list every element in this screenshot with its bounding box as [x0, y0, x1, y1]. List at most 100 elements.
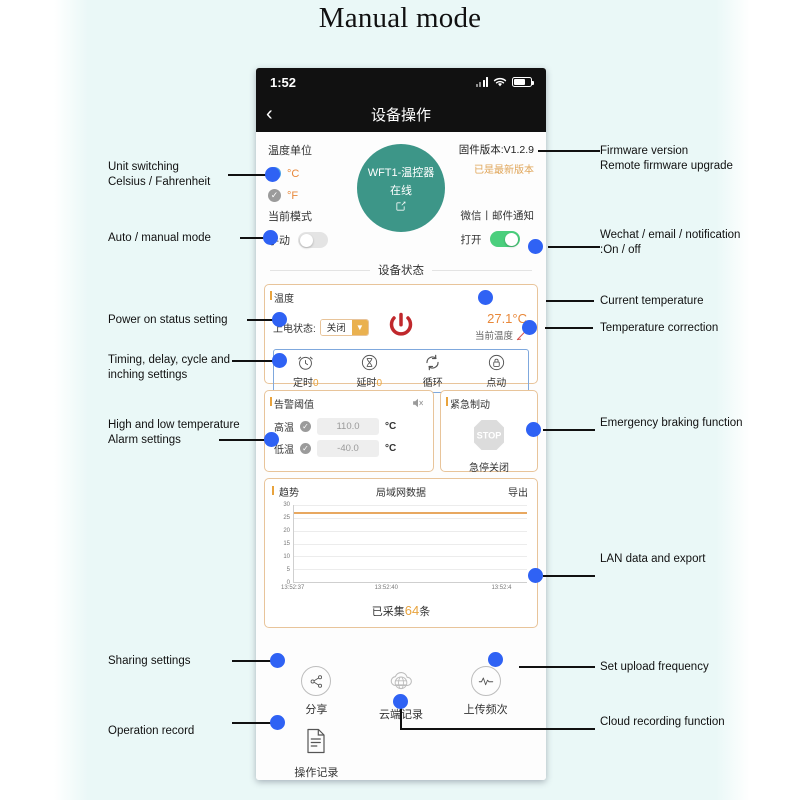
annotation-dot-power-on-status — [272, 312, 287, 327]
annotation-dot-alarm-settings — [264, 432, 279, 447]
annotation-dot-cloud-recording — [393, 694, 408, 709]
y-tick: 30 — [283, 502, 290, 508]
unit-option-fahrenheit[interactable]: ✓ °F — [268, 189, 534, 202]
function-label: 定时 — [292, 378, 313, 389]
annotation-dot-timing-settings — [272, 353, 287, 368]
trend-center-title: 局域网数据 — [376, 488, 426, 499]
emergency-card-title: 紧急制动 — [441, 391, 537, 413]
device-status-circle[interactable]: WFT1-温控器 在线 — [357, 144, 445, 232]
annotation-alarm-settings: High and low temperature Alarm settings — [108, 419, 240, 446]
mode-block: 当前模式 手动 — [268, 208, 328, 248]
leader-line — [519, 666, 595, 668]
annotation-temperature-correction: Temperature correction — [600, 322, 719, 334]
function-inching[interactable]: 点动 — [465, 353, 529, 389]
annotation-unit-switching: Unit switching Celsius / Fahrenheit — [108, 161, 211, 188]
temperature-card-title: 温度 — [265, 285, 537, 307]
y-tick: 5 — [286, 566, 290, 573]
notification-toggle[interactable] — [489, 231, 520, 247]
document-icon — [305, 728, 327, 759]
phone-screen-content: 温度单位 ✓ °C ✓ °F WFT1-温控器 在线 固件版本:V1.2.9 已… — [256, 132, 546, 780]
cycle-arrows-icon — [426, 354, 439, 371]
speaker-mute-icon[interactable] — [411, 396, 425, 415]
function-delay[interactable]: 延时0 — [338, 353, 402, 389]
leader-line — [219, 439, 271, 441]
battery-icon — [512, 77, 534, 87]
collected-suffix: 条 — [419, 606, 431, 618]
leader-line — [538, 150, 600, 152]
annotation-dot-lan-data-export — [528, 568, 543, 583]
alarm-clock-icon — [298, 356, 313, 370]
annotation-lan-data-export: LAN data and export — [600, 553, 706, 565]
notification-label: 微信丨邮件通知 — [460, 210, 535, 222]
action-label: 上传频次 — [463, 704, 508, 716]
leader-line — [240, 237, 270, 239]
trend-export-button[interactable]: 导出 — [508, 488, 528, 499]
function-value: 0 — [376, 378, 383, 389]
firmware-update-status[interactable]: 已是最新版本 — [474, 165, 534, 176]
mode-toggle[interactable] — [298, 232, 328, 248]
leader-line — [232, 360, 282, 362]
alarm-high-input[interactable]: 110.0 — [317, 418, 379, 435]
power-button-icon[interactable] — [386, 311, 416, 346]
x-tick: 13:52:40 — [374, 585, 398, 591]
y-tick: 15 — [283, 541, 290, 547]
leader-line — [546, 300, 594, 302]
wifi-icon — [493, 77, 507, 86]
annotation-power-on-status: Power on status setting — [108, 314, 228, 326]
function-timer[interactable]: 定时0 — [274, 353, 338, 389]
notification-value: 打开 — [460, 233, 482, 246]
alarm-unit: °C — [385, 421, 397, 432]
power-state-row: 上电状态: 关闭 ▼ — [273, 318, 369, 336]
edit-square-icon[interactable] — [396, 201, 406, 213]
chevron-down-icon: ▼ — [351, 319, 368, 335]
annotation-dot-unit-switching — [265, 167, 280, 182]
leader-line — [232, 660, 276, 662]
nav-title: 设备操作 — [370, 106, 431, 124]
device-name: WFT1-温控器 — [367, 166, 435, 179]
device-status-section-header: 设备状态 — [256, 262, 546, 278]
alarm-low-input[interactable]: -40.0 — [317, 440, 379, 457]
mode-label: 当前模式 — [268, 211, 312, 223]
chart-plot-area — [293, 505, 527, 583]
share-nodes-icon — [301, 666, 332, 696]
x-tick: 13:52:4 — [491, 585, 512, 591]
check-icon[interactable]: ✓ — [300, 421, 311, 432]
action-upload-frequency[interactable]: 上传频次 — [443, 666, 528, 717]
y-tick: 25 — [283, 514, 290, 521]
firmware-version: 固件版本:V1.2.9 — [458, 144, 534, 156]
annotation-dot-auto-manual — [263, 230, 278, 245]
annotation-dot-current-temperature — [478, 290, 493, 305]
function-label: 延时 — [356, 378, 377, 389]
cellular-bars-icon — [475, 77, 488, 87]
stop-sign-icon: STOP — [474, 419, 504, 450]
alarm-emergency-row: 告警阈值 高温 ✓ 110.0 °C 低温 ✓ -40.0 — [264, 390, 538, 475]
annotation-operation-record: Operation record — [108, 725, 195, 737]
power-state-value: 关闭 — [320, 319, 352, 335]
back-button[interactable]: ‹ — [266, 103, 273, 125]
current-temperature-block: 27.1°C 当前温度 — [475, 310, 527, 342]
annotation-current-temperature: Current temperature — [600, 295, 704, 307]
action-label: 分享 — [305, 704, 328, 716]
emergency-brake-card: 紧急制动 STOP 急停关闭 — [440, 390, 538, 475]
function-label: 循环 — [422, 378, 443, 389]
function-label: 点动 — [486, 378, 507, 389]
cloud-globe-icon — [386, 666, 416, 701]
annotation-dot-operation-record — [270, 715, 285, 730]
check-icon: ✓ — [268, 189, 281, 202]
emergency-stop-button[interactable]: STOP 急停关闭 — [441, 413, 537, 475]
trend-chart[interactable]: 30 25 20 15 10 5 0 13:52:37 — [273, 502, 527, 597]
action-share[interactable]: 分享 — [274, 666, 359, 717]
power-state-dropdown[interactable]: 关闭 ▼ — [319, 318, 369, 336]
alarm-row-high: 高温 ✓ 110.0 °C — [265, 418, 433, 435]
function-cycle[interactable]: 循环 — [401, 353, 465, 389]
section-label: 设备状态 — [378, 265, 424, 277]
action-operation-record[interactable]: 操作记录 — [274, 728, 359, 780]
annotation-dot-wechat-notify — [528, 239, 543, 254]
check-icon[interactable]: ✓ — [300, 443, 311, 454]
alarm-label: 高温 — [274, 423, 294, 434]
annotation-wechat-notify: Wechat / email / notification :On / off — [600, 229, 741, 256]
y-tick: 20 — [283, 527, 290, 534]
hourglass-icon — [361, 354, 377, 371]
leader-line — [548, 246, 600, 248]
annotation-sharing-settings: Sharing settings — [108, 655, 191, 667]
